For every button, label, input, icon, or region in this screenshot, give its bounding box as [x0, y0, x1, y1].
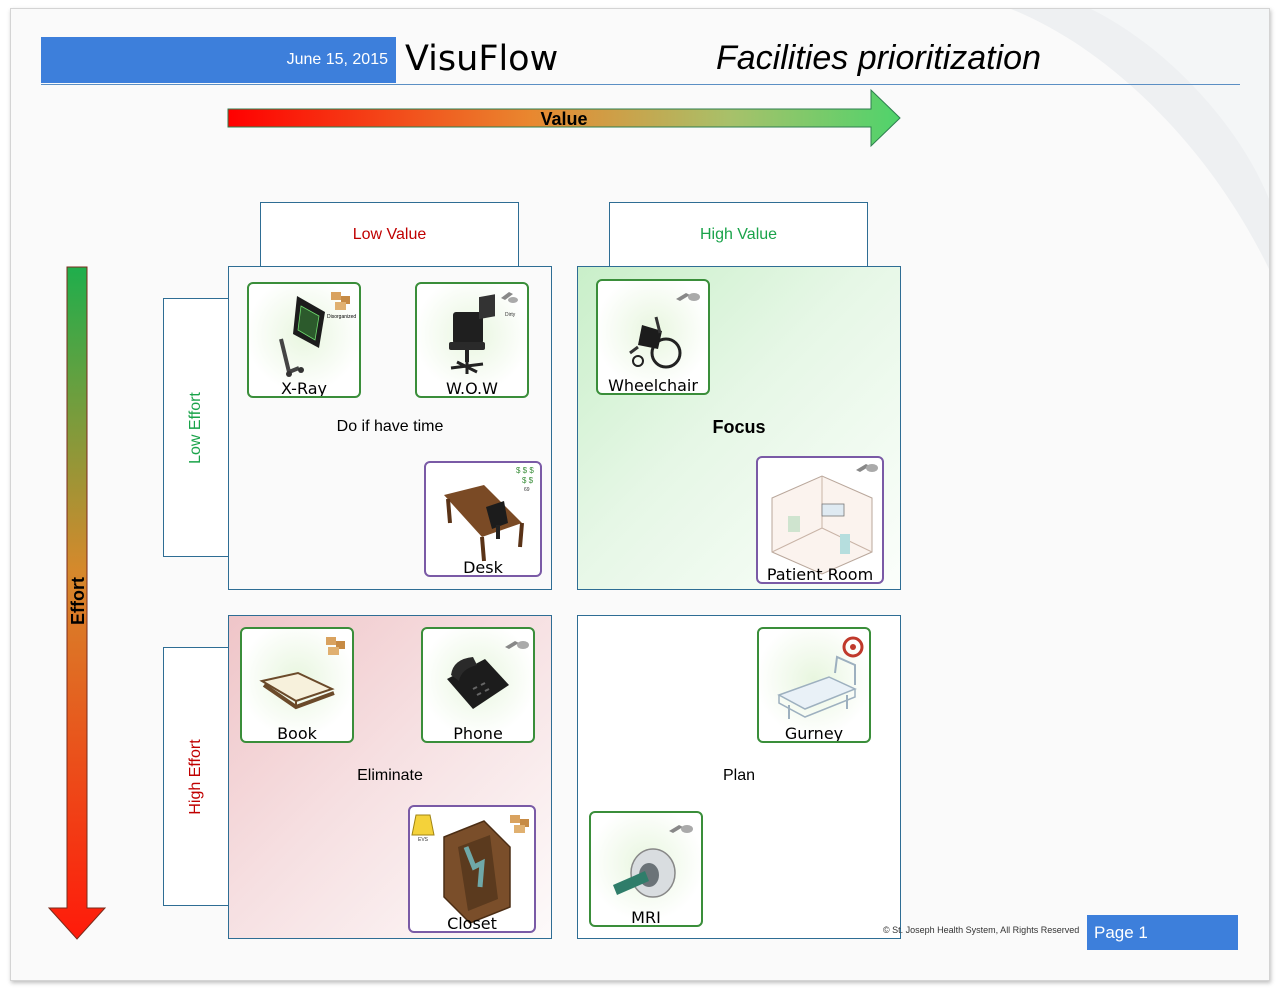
card-label: Book: [277, 724, 317, 743]
column-label-high-value: High Value: [699, 225, 778, 243]
column-header-high-value: High Value: [609, 202, 868, 267]
title-divider: [41, 84, 1240, 85]
quadrant-label: Focus: [712, 417, 766, 437]
quadrant-eliminate: Eliminate Book Phone: [228, 615, 552, 939]
xray-icon: Disorganized: [279, 292, 356, 377]
card-patient-room[interactable]: Patient Room: [756, 456, 884, 584]
effort-axis-label: Effort: [68, 577, 88, 625]
quadrant-focus: Focus Wheelchair Patient R: [577, 266, 901, 590]
card-phone[interactable]: Phone: [421, 627, 535, 743]
quadrant-label: Plan: [722, 767, 756, 784]
money-icon: $ $ $: [516, 466, 534, 475]
phone-icon: [447, 641, 529, 709]
row-header-low-effort: Low Effort: [163, 298, 229, 557]
wheelchair-icon: [629, 293, 700, 369]
card-label: Desk: [463, 558, 503, 577]
page-title: Facilities prioritization: [716, 39, 1041, 77]
background-swoosh: [1011, 9, 1269, 269]
row-label-high-effort: High Effort: [187, 738, 204, 815]
card-book[interactable]: Book: [240, 627, 354, 743]
card-label: Phone: [453, 724, 503, 743]
date-text: June 15, 2015: [286, 51, 388, 68]
value-axis-arrow: Value: [227, 88, 901, 148]
page-number-box: Page 1: [1087, 915, 1238, 950]
card-closet[interactable]: EVS Closet: [408, 805, 536, 933]
card-label: W.O.W: [446, 379, 498, 398]
gurney-icon: [777, 636, 864, 719]
column-header-low-value: Low Value: [260, 202, 519, 267]
desk-tag: 69: [524, 487, 530, 493]
book-icon: [259, 637, 345, 710]
card-wow[interactable]: Dirty W.O.W: [415, 282, 529, 398]
quadrant-plan: Plan Gurney MRI: [577, 615, 901, 939]
closet-icon: EVS: [411, 814, 529, 924]
mri-icon: [613, 825, 693, 898]
card-label: Closet: [447, 914, 497, 933]
money-icon: $ $: [522, 476, 534, 485]
biohazard-icon: [842, 636, 864, 658]
card-label: MRI: [631, 908, 661, 927]
card-label: Gurney: [784, 724, 844, 743]
page-number: Page 1: [1094, 922, 1148, 942]
quadrant-label: Do if have time: [336, 418, 444, 435]
row-label-low-effort: Low Effort: [187, 391, 204, 464]
value-axis-label: Value: [540, 109, 587, 129]
date-banner: June 15, 2015: [41, 37, 396, 83]
card-gurney[interactable]: Gurney: [757, 627, 871, 743]
card-desk[interactable]: $ $ $ $ $ 69 Desk: [424, 461, 542, 577]
effort-axis-arrow: Effort: [47, 266, 107, 940]
quadrant-do-if-have-time: Do if have time Disorganized X-Ray: [228, 266, 552, 590]
row-header-high-effort: High Effort: [163, 647, 229, 906]
card-wheelchair[interactable]: Wheelchair: [596, 279, 710, 395]
slide-page: June 15, 2015 VisuFlow Facilities priori…: [10, 8, 1270, 981]
card-label: Patient Room: [766, 565, 874, 584]
card-xray[interactable]: Disorganized X-Ray: [247, 282, 361, 398]
card-label: Wheelchair: [608, 376, 698, 395]
desk-icon: $ $ $ $ $ 69: [444, 466, 534, 562]
column-label-low-value: Low Value: [352, 225, 427, 243]
quadrant-label: Eliminate: [357, 767, 423, 784]
card-mri[interactable]: MRI: [589, 811, 703, 927]
patient-room-icon: [771, 464, 878, 575]
copyright-text: © St. Joseph Health System, All Rights R…: [883, 925, 1080, 935]
wow-tag: Dirty: [505, 312, 516, 318]
office-chair-icon: Dirty: [449, 292, 518, 374]
app-title: VisuFlow: [405, 39, 559, 79]
card-label: X-Ray: [281, 379, 327, 398]
xray-tag: Disorganized: [327, 314, 356, 320]
closet-tag: EVS: [418, 837, 429, 843]
